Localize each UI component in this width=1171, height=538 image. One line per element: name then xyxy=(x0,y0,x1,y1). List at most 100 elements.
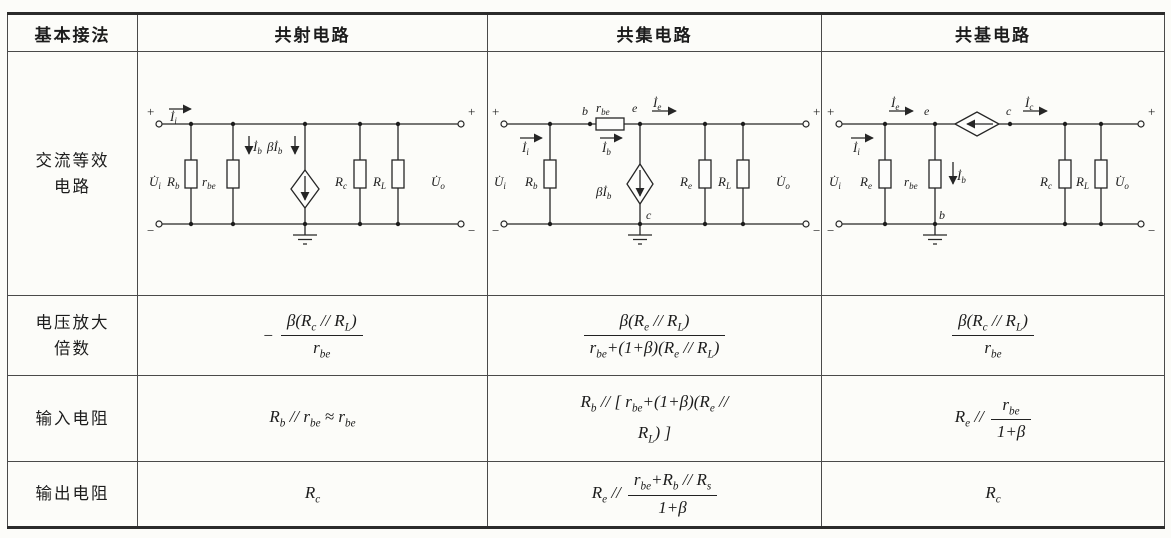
label-rl: RL xyxy=(717,174,731,191)
label-rbe: rbe xyxy=(202,174,216,191)
label-ib: İb xyxy=(252,139,262,156)
expression: Rb // rbe ≈ rbe xyxy=(269,407,356,430)
output-plus-sign: + xyxy=(1148,104,1155,119)
fraction: rbe 1+β xyxy=(990,395,1032,442)
denominator: rbe xyxy=(280,335,363,360)
cell-rout-cc: Re // rbe+Rb // Rs 1+β xyxy=(487,461,822,528)
label-ib: İb xyxy=(956,168,966,185)
row-voltage-gain: 电压放大 倍数 − β(Rc // RL) rbe β(Re // RL) rb… xyxy=(7,295,1165,376)
input-minus-sign: − xyxy=(492,223,499,238)
header-basic-connection: 基本接法 xyxy=(7,13,138,52)
fraction: β(Rc // RL) rbe xyxy=(280,310,363,360)
numerator: β(Re // RL) xyxy=(619,310,690,333)
cb-equivalent-circuit-diagram: + − + − İe e İc c İi U̇i Re rbe İb b Rc … xyxy=(827,95,1155,245)
formula-rin-cc: Rb // [ rbe+(1+β)(Re // RL) ] xyxy=(490,388,819,449)
denominator: rbe+(1+β)(Re // RL) xyxy=(583,335,726,360)
label-uo: U̇o xyxy=(1115,174,1129,191)
row-output-resistance: 输出电阻 Rc Re // rbe+Rb // Rs 1+β Rc xyxy=(7,461,1165,528)
resistor-re xyxy=(878,158,892,189)
label-beta-ib: βİb xyxy=(266,139,283,156)
label-ii: İi xyxy=(852,140,860,157)
row-label-input-resistance: 输入电阻 xyxy=(7,375,138,462)
input-terminals xyxy=(835,119,843,228)
input-minus-sign: − xyxy=(827,223,834,238)
label-rl: RL xyxy=(1075,174,1089,191)
numerator: β(Rc // RL) xyxy=(286,310,357,333)
label-ie: İe xyxy=(652,95,661,112)
cell-rin-ce: Rb // rbe ≈ rbe xyxy=(137,375,488,462)
resistor-rbe xyxy=(928,158,942,189)
expression-line1: Rb // [ rbe+(1+β)(Re // xyxy=(580,392,729,415)
label-node-c: c xyxy=(1006,104,1012,118)
amplifier-comparison-table: 基本接法 共射电路 共集电路 共基电路 交流等效 电路 xyxy=(7,12,1165,529)
label-re: Re xyxy=(859,174,872,191)
cell-ce-circuit: + − + − İi U̇i Rb rbe İb βİb Rc RL U̇o xyxy=(137,51,488,296)
row-label-line2: 倍数 xyxy=(54,338,91,358)
label-ib: İb xyxy=(601,140,611,157)
label-uo: U̇o xyxy=(776,174,790,191)
fraction: rbe+Rb // Rs 1+β xyxy=(627,470,718,518)
label-rl: RL xyxy=(372,174,386,191)
output-terminals xyxy=(1137,119,1145,228)
label-rc: Rc xyxy=(1039,174,1052,191)
resistor-rb xyxy=(543,158,557,189)
resistor-rb xyxy=(183,158,198,189)
resistor-rl xyxy=(1094,158,1108,189)
wires xyxy=(842,122,1138,225)
label-ii: İi xyxy=(169,109,177,126)
input-terminals xyxy=(154,119,163,228)
output-minus-sign: − xyxy=(1148,223,1155,238)
resistor-rc xyxy=(352,158,367,189)
output-plus-sign: + xyxy=(468,104,475,119)
fraction: β(Re // RL) rbe+(1+β)(Re // RL) xyxy=(583,310,726,360)
input-terminals xyxy=(500,119,508,228)
label-rb: Rb xyxy=(166,174,180,191)
numerator: rbe+Rb // Rs xyxy=(633,470,712,493)
numerator: β(Rc // RL) xyxy=(958,310,1028,333)
row-label-line1: 电压放大 xyxy=(35,312,110,332)
input-plus-sign: + xyxy=(492,104,499,119)
ce-equivalent-circuit-diagram: + − + − İi U̇i Rb rbe İb βİb Rc RL U̇o xyxy=(147,104,475,245)
label-node-b: b xyxy=(939,208,945,222)
row-label-line2: 电路 xyxy=(54,176,91,196)
cell-rout-ce: Rc xyxy=(137,461,488,528)
input-minus-sign: − xyxy=(147,223,154,238)
label-ii: İi xyxy=(521,140,529,157)
ground-symbol xyxy=(628,223,652,245)
prefix: Re // xyxy=(954,407,984,430)
label-node-e: e xyxy=(924,104,930,118)
ground-symbol xyxy=(292,223,317,245)
row-label-output-resistance: 输出电阻 xyxy=(7,461,138,528)
header-common-emitter: 共射电路 xyxy=(137,13,488,52)
cell-cc-circuit: + − + − İi b rbe e İe İb U̇i Rb βİb c Re… xyxy=(487,51,822,296)
label-rc: Rc xyxy=(334,174,347,191)
row-input-resistance: 输入电阻 Rb // rbe ≈ rbe Rb // [ rbe+(1+β)(R… xyxy=(7,375,1165,462)
header-row: 基本接法 共射电路 共集电路 共基电路 xyxy=(7,13,1165,52)
cell-rin-cb: Re // rbe 1+β xyxy=(821,375,1165,462)
input-plus-sign: + xyxy=(147,104,154,119)
output-terminals xyxy=(802,119,810,228)
header-common-base: 共基电路 xyxy=(821,13,1165,52)
label-beta-ib: βİb xyxy=(595,184,612,201)
wires xyxy=(507,122,803,225)
label-node-c: c xyxy=(646,208,652,222)
cell-cb-circuit: + − + − İe e İc c İi U̇i Re rbe İb b Rc … xyxy=(821,51,1165,296)
header-common-collector: 共集电路 xyxy=(487,13,822,52)
minus-prefix: − xyxy=(262,325,274,345)
label-re: Re xyxy=(679,174,692,191)
cell-gain-cb: β(Rc // RL) rbe xyxy=(821,295,1165,376)
denominator: 1+β xyxy=(627,494,718,518)
formula-gain-cc: β(Re // RL) rbe+(1+β)(Re // RL) xyxy=(490,310,819,360)
formula-gain-cb: β(Rc // RL) rbe xyxy=(824,310,1162,360)
expression: Rc xyxy=(985,482,1001,506)
cell-rin-cc: Rb // [ rbe+(1+β)(Re // RL) ] xyxy=(487,375,822,462)
junction-dots xyxy=(547,121,746,226)
denominator: rbe xyxy=(952,335,1034,360)
row-ac-equivalent-circuit: 交流等效 电路 xyxy=(7,51,1165,296)
resistor-rl xyxy=(390,158,405,189)
output-minus-sign: − xyxy=(813,223,820,238)
label-ui: U̇i xyxy=(494,174,506,191)
label-rbe: rbe xyxy=(904,174,918,191)
output-terminals xyxy=(456,119,465,228)
